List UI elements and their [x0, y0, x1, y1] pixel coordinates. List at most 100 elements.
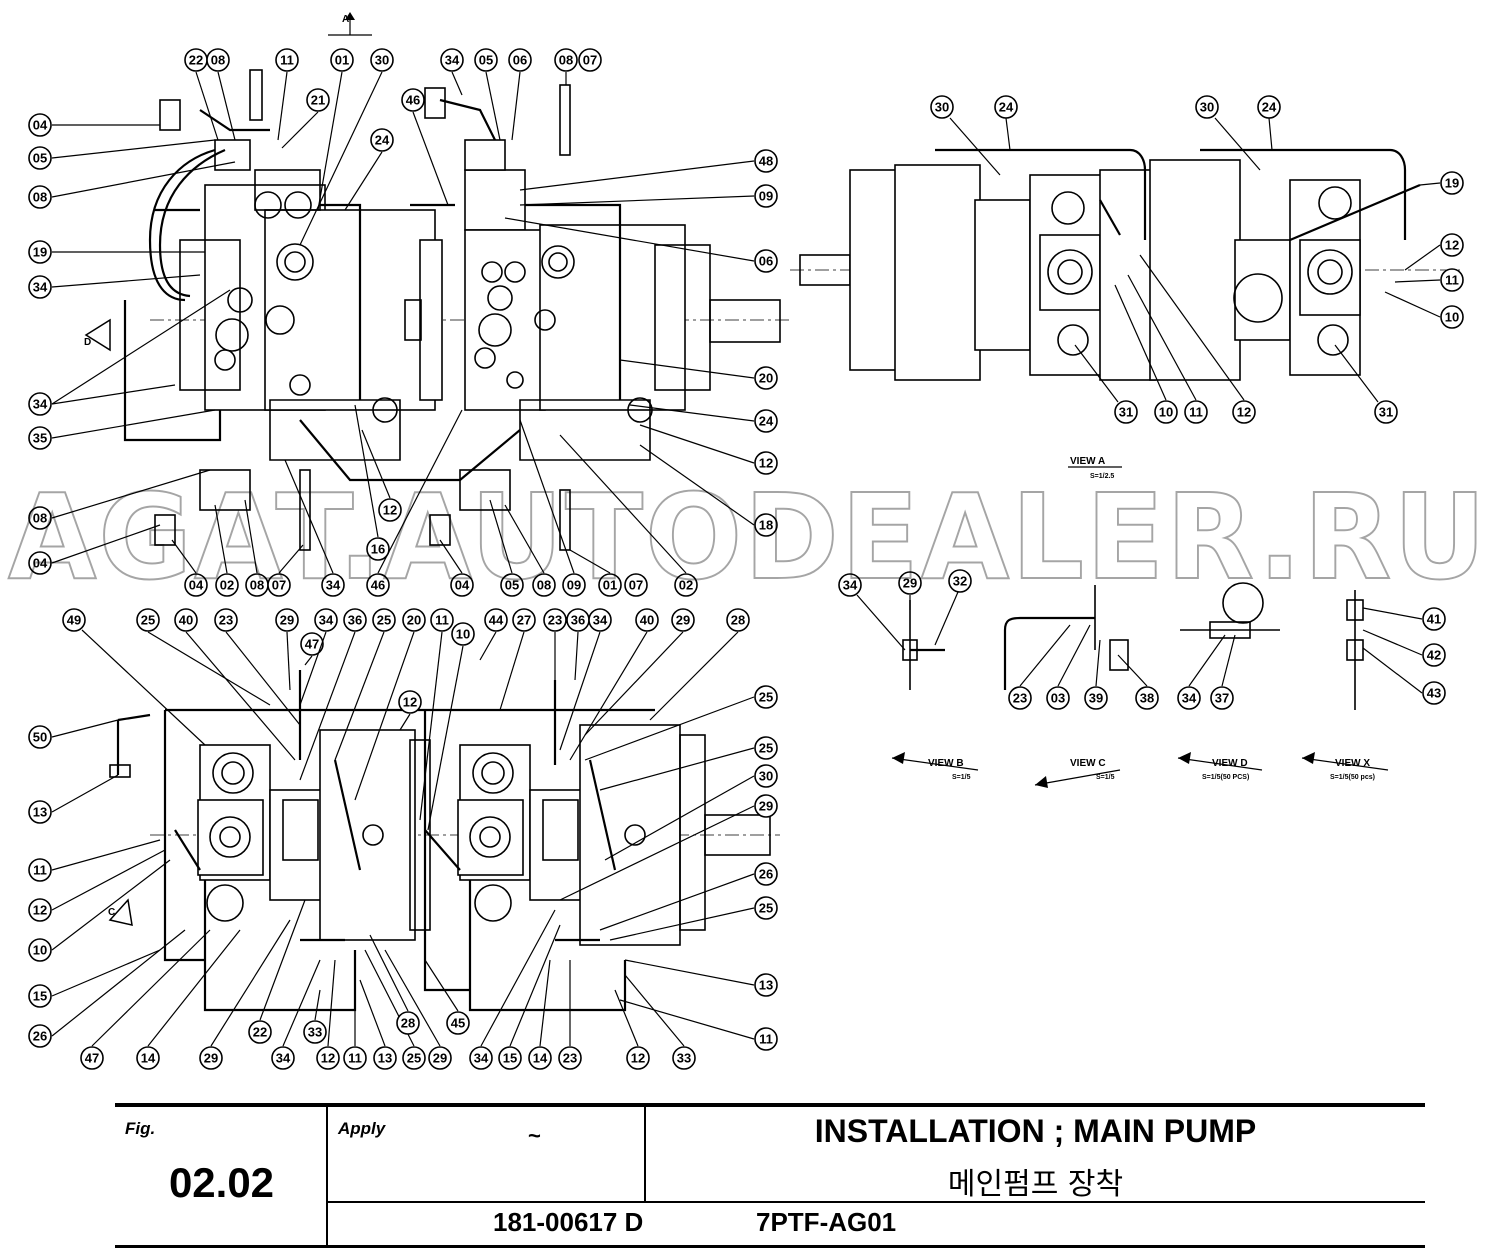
callout-balloon[interactable]: 08	[504, 504, 556, 597]
callout-balloon[interactable]: 03	[1046, 624, 1091, 710]
callout-balloon[interactable]: 29	[584, 608, 695, 736]
callout-balloon[interactable]: 12	[361, 429, 402, 522]
callout-balloon[interactable]: 11	[28, 839, 161, 882]
callout-balloon[interactable]: 34	[299, 608, 338, 706]
callout-balloon[interactable]: 29	[559, 794, 778, 901]
callout-balloon[interactable]: 11	[1394, 268, 1464, 292]
callout-balloon[interactable]: 23	[543, 608, 567, 700]
callout-balloon[interactable]: 07	[624, 573, 648, 597]
callout-balloon[interactable]: 43	[1362, 647, 1446, 705]
callout-balloon[interactable]: 34	[28, 274, 201, 299]
callout-balloon[interactable]: 46	[401, 88, 449, 206]
callout-balloon[interactable]: 23	[214, 608, 301, 726]
callout-balloon[interactable]: 05	[474, 48, 501, 141]
callout-balloon[interactable]: 04	[28, 524, 161, 575]
callout-balloon[interactable]: 36	[566, 608, 590, 681]
callout-balloon[interactable]: 25	[584, 685, 778, 761]
callout-balloon[interactable]: 12	[1139, 254, 1256, 424]
callout-balloon[interactable]: 50	[28, 719, 119, 749]
callout-balloon[interactable]: 15	[28, 949, 161, 1008]
callout-balloon[interactable]: 11	[275, 48, 299, 141]
callout-balloon[interactable]: 47	[80, 929, 211, 1070]
callout-balloon[interactable]: 42	[1362, 629, 1446, 667]
callout-balloon[interactable]: 30	[299, 48, 394, 246]
callout-balloon[interactable]: 22	[184, 48, 219, 141]
callout-balloon[interactable]: 04	[28, 113, 160, 137]
callout-balloon[interactable]: 25	[136, 608, 271, 706]
callout-balloon[interactable]: 24	[344, 128, 394, 211]
callout-balloon[interactable]: 12	[28, 849, 166, 922]
callout-balloon[interactable]: 32	[934, 569, 972, 646]
callout-balloon[interactable]: 08	[28, 469, 211, 530]
callout-balloon[interactable]: 08	[554, 48, 578, 85]
callout-balloon[interactable]: 04	[439, 539, 474, 597]
callout-balloon[interactable]: 31	[1074, 344, 1138, 424]
callout-balloon[interactable]: 29	[199, 919, 291, 1070]
callout-balloon[interactable]: 40	[174, 608, 296, 761]
callout-balloon[interactable]: 22	[248, 899, 306, 1044]
callout-balloon[interactable]: 44	[479, 608, 508, 661]
callout-balloon[interactable]: 11	[1127, 274, 1208, 424]
callout-balloon[interactable]: 19	[1419, 171, 1464, 195]
callout-balloon[interactable]: 11	[343, 960, 367, 1070]
callout-balloon[interactable]: 07	[578, 48, 602, 72]
callout-balloon[interactable]: 18	[639, 444, 778, 537]
callout-balloon[interactable]: 30	[1195, 95, 1261, 171]
callout-balloon[interactable]: 10	[427, 622, 475, 831]
callout-balloon[interactable]: 07	[267, 544, 304, 597]
callout-balloon[interactable]: 13	[359, 979, 397, 1070]
callout-balloon[interactable]: 04	[171, 539, 208, 597]
callout-balloon[interactable]: 34	[838, 573, 906, 651]
callout-balloon[interactable]: 26	[599, 862, 778, 931]
callout-balloon[interactable]: 28	[649, 608, 750, 721]
callout-balloon[interactable]: 13	[624, 959, 778, 997]
callout-balloon[interactable]: 10	[1384, 291, 1464, 329]
callout-balloon[interactable]: 29	[384, 949, 452, 1070]
callout-balloon[interactable]: 08	[206, 48, 236, 141]
callout-balloon[interactable]: 29	[898, 571, 922, 610]
callout-balloon[interactable]: 39	[1084, 639, 1108, 710]
callout-balloon[interactable]: 37	[1210, 634, 1236, 710]
callout-balloon[interactable]: 34	[440, 48, 464, 96]
callout-balloon[interactable]: 09	[519, 419, 586, 597]
callout-balloon[interactable]: 01	[317, 48, 354, 211]
callout-balloon[interactable]: 25	[334, 608, 396, 761]
callout-balloon[interactable]: 33	[624, 974, 696, 1070]
callout-balloon[interactable]: 16	[354, 404, 390, 561]
callout-balloon[interactable]: 30	[604, 764, 778, 861]
callout-balloon[interactable]: 40	[569, 608, 659, 761]
callout-balloon[interactable]: 05	[489, 499, 524, 597]
callout-balloon[interactable]: 14	[528, 959, 552, 1070]
callout-balloon[interactable]: 10	[1114, 284, 1178, 424]
callout-balloon[interactable]: 34	[271, 959, 321, 1070]
callout-balloon[interactable]: 27	[499, 608, 536, 711]
callout-balloon[interactable]: 41	[1362, 607, 1446, 631]
callout-balloon[interactable]: 21	[281, 88, 330, 149]
callout-balloon[interactable]: 26	[28, 929, 186, 1048]
callout-balloon[interactable]: 02	[214, 504, 239, 597]
callout-balloon[interactable]: 19	[28, 240, 205, 264]
callout-balloon[interactable]: 49	[62, 608, 206, 746]
callout-balloon[interactable]: 34	[28, 289, 231, 416]
callout-balloon[interactable]: 34	[1177, 634, 1226, 710]
callout-balloon[interactable]: 30	[930, 95, 1001, 176]
callout-balloon[interactable]: 10	[28, 859, 171, 962]
callout-balloon[interactable]: 23	[558, 960, 582, 1070]
callout-balloon[interactable]: 34	[469, 909, 556, 1070]
callout-balloon[interactable]: 25	[609, 896, 778, 941]
callout-balloon[interactable]: 09	[519, 184, 778, 208]
callout-balloon[interactable]: 45	[424, 959, 470, 1035]
callout-balloon[interactable]: 12	[1404, 233, 1464, 271]
callout-balloon[interactable]: 35	[28, 409, 216, 450]
callout-balloon[interactable]: 02	[559, 434, 698, 597]
callout-balloon[interactable]: 23	[1008, 624, 1071, 710]
callout-balloon[interactable]: 05	[28, 139, 216, 170]
callout-balloon[interactable]: 14	[136, 929, 241, 1070]
callout-balloon[interactable]: 33	[303, 989, 327, 1044]
callout-balloon[interactable]: 11	[419, 608, 454, 821]
callout-balloon[interactable]: 38	[1117, 654, 1159, 710]
callout-balloon[interactable]: 12	[614, 989, 650, 1070]
callout-balloon[interactable]: 01	[569, 549, 622, 597]
callout-balloon[interactable]: 20	[354, 608, 426, 801]
callout-balloon[interactable]: 11	[619, 999, 778, 1051]
